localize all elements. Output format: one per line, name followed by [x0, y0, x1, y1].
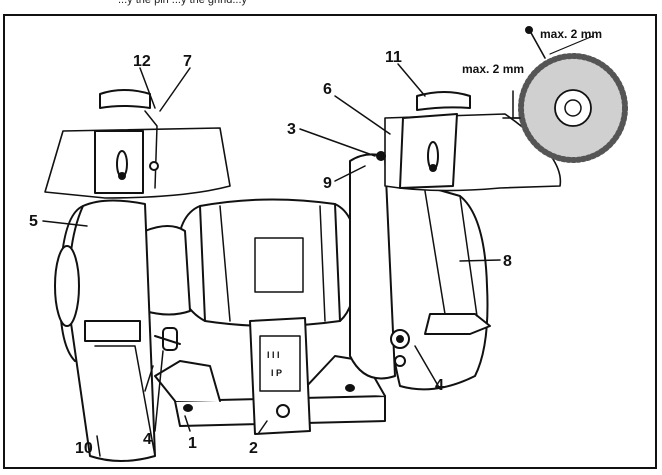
callout-9: 9: [323, 175, 332, 192]
callout-8: 8: [503, 253, 512, 270]
callout-6: 6: [323, 81, 332, 98]
callout-12: 12: [133, 53, 151, 70]
motor-housing: [175, 198, 357, 327]
bench-grinder-diagram: I I I I P: [29, 26, 628, 462]
callout-4-left: 4: [143, 431, 152, 448]
right-shield-clamp: [416, 91, 471, 111]
left-eye-shield: [44, 89, 231, 199]
gap-label-tool-rest: max. 2 mm: [540, 27, 602, 41]
wheel-detail-inset: [502, 26, 628, 163]
right-side-cover: [349, 153, 396, 380]
leader-lines: [42, 63, 501, 457]
left-shield-clamp: [99, 89, 151, 109]
nameplate: [254, 237, 304, 293]
callout-4-right: 4: [435, 377, 444, 394]
left-tool-rest: [84, 320, 141, 342]
reset-button: [276, 404, 290, 418]
left-collar: [144, 225, 191, 316]
right-tool-rest: [424, 313, 491, 335]
callout-2: 2: [249, 440, 258, 457]
caption-fragment: ...y the pin ...y the grind...y: [118, 0, 248, 6]
base-stand: [154, 355, 386, 427]
gap-label-spark-guard: max. 2 mm: [462, 62, 524, 76]
callout-3: 3: [287, 121, 296, 138]
callout-11: 11: [385, 49, 402, 66]
left-wheel-guard: [54, 199, 156, 462]
callout-7: 7: [183, 53, 192, 70]
switch-symbol-off: I P: [271, 368, 282, 378]
callout-10: 10: [75, 440, 93, 457]
switch-box: I I I I P: [249, 317, 311, 435]
callout-1: 1: [188, 435, 197, 452]
switch-symbol-on: I I I: [267, 350, 280, 360]
left-adjust-knob: [144, 327, 181, 392]
right-eye-shield: [376, 91, 562, 192]
diagram-frame: I I I I P: [3, 14, 657, 469]
callout-5: 5: [29, 213, 38, 230]
